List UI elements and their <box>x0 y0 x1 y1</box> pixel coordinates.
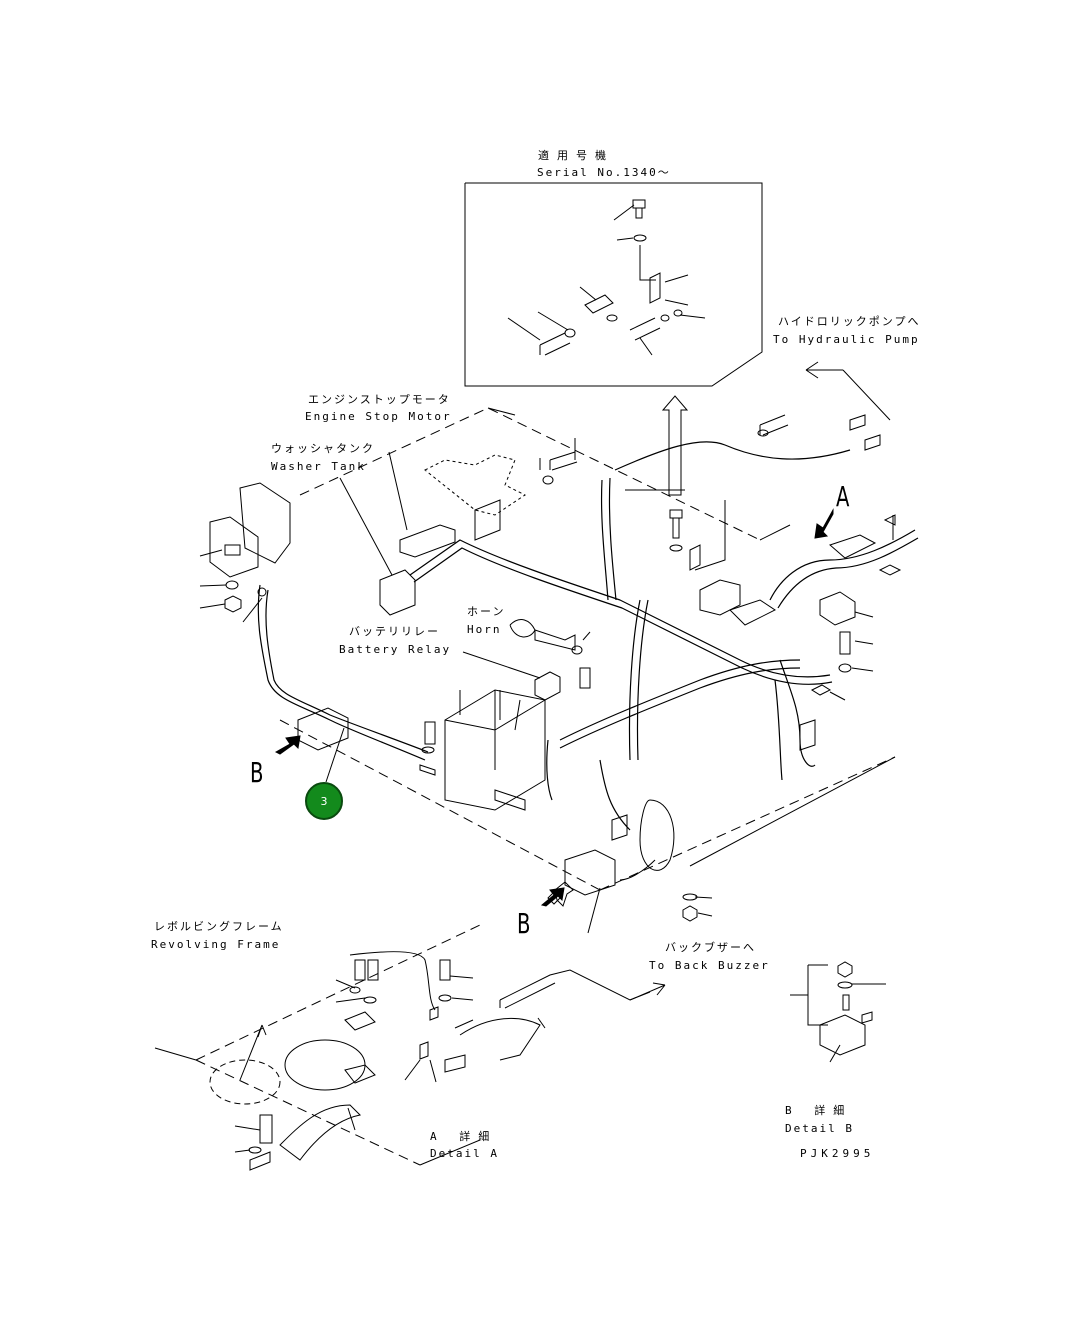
serial-label-jp: 適用号機 <box>538 149 614 162</box>
battery-relay-area <box>419 651 561 811</box>
callout-3-leader <box>325 727 345 783</box>
hydraulic-leader <box>805 361 891 421</box>
horn-label-jp: ホーン <box>467 605 506 618</box>
part-3-connector <box>297 707 349 751</box>
center-bolts <box>625 489 726 571</box>
view-marker-b-bottom: B <box>517 907 531 940</box>
battery-label-en: Battery Relay <box>339 643 452 656</box>
serial-inset-frame <box>464 182 763 387</box>
detail-b-label-en: Detail B <box>785 1122 854 1135</box>
detail-a <box>209 951 666 1171</box>
engine-stop-label-jp: エンジンストップモータ <box>308 393 451 406</box>
washer-label-jp: ウォッシャタンク <box>271 442 375 455</box>
engine-stop-motor-area <box>339 438 578 616</box>
horn-label-en: Horn <box>467 623 502 636</box>
revolving-label-jp: レボルビングフレーム <box>154 920 284 933</box>
inset-parts <box>507 199 706 356</box>
drawing-number: PJK2995 <box>800 1147 875 1160</box>
buzzer-label-en: To Back Buzzer <box>649 959 770 972</box>
detail-b <box>790 961 886 1063</box>
detail-b-label-jp: B 詳細 <box>785 1104 853 1117</box>
left-bracket <box>199 482 291 623</box>
buzzer-label-jp: バックブザーへ <box>665 941 756 954</box>
frame-outline-solid <box>154 407 896 1166</box>
wiring-harness <box>257 441 919 831</box>
b-arrow-bottom <box>540 887 565 907</box>
a-arrow <box>814 508 834 539</box>
callout-3[interactable]: 3 <box>305 782 343 820</box>
right-side-assembly <box>699 414 902 751</box>
horn-area <box>509 619 591 689</box>
hydraulic-label-en: To Hydraulic Pump <box>773 333 920 346</box>
inset-arrow <box>661 395 689 496</box>
detail-a-label-en: Detail A <box>430 1147 499 1160</box>
hydraulic-label-jp: ハイドロリックポンプへ <box>778 315 921 328</box>
serial-label-en: Serial No.1340～ <box>537 166 671 179</box>
engine-stop-label-en: Engine Stop Motor <box>305 410 452 423</box>
b-arrow-left <box>274 735 301 755</box>
view-marker-a: A <box>836 480 850 513</box>
battery-label-jp: バッテリリレー <box>349 625 440 638</box>
revolving-label-en: Revolving Frame <box>151 938 281 951</box>
frame-outline <box>195 407 896 1166</box>
washer-label-en: Washer Tank <box>271 460 366 473</box>
detail-a-label-jp: A 詳細 <box>430 1130 498 1143</box>
view-marker-b-left: B <box>250 756 264 789</box>
lower-right-assembly <box>547 799 713 934</box>
